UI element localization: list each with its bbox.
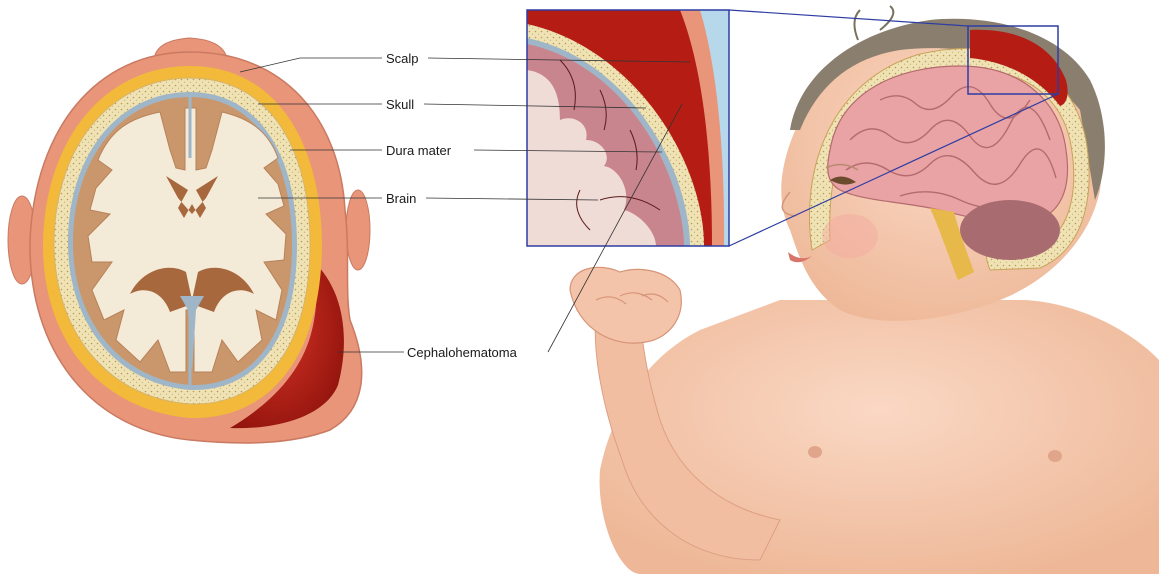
label-scalp: Scalp	[386, 51, 419, 66]
head-cross-section	[8, 38, 370, 443]
left-nipple	[808, 446, 822, 458]
zoom-connector-top	[729, 10, 968, 26]
infant-fist	[570, 267, 681, 343]
infant-cheek	[822, 214, 878, 258]
label-brain: Brain	[386, 191, 416, 206]
label-dura-mater: Dura mater	[386, 143, 452, 158]
right-ear	[346, 190, 370, 270]
label-skull: Skull	[386, 97, 414, 112]
cerebellum	[960, 200, 1060, 260]
right-nipple	[1048, 450, 1062, 462]
label-cephalohematoma: Cephalohematoma	[407, 345, 518, 360]
